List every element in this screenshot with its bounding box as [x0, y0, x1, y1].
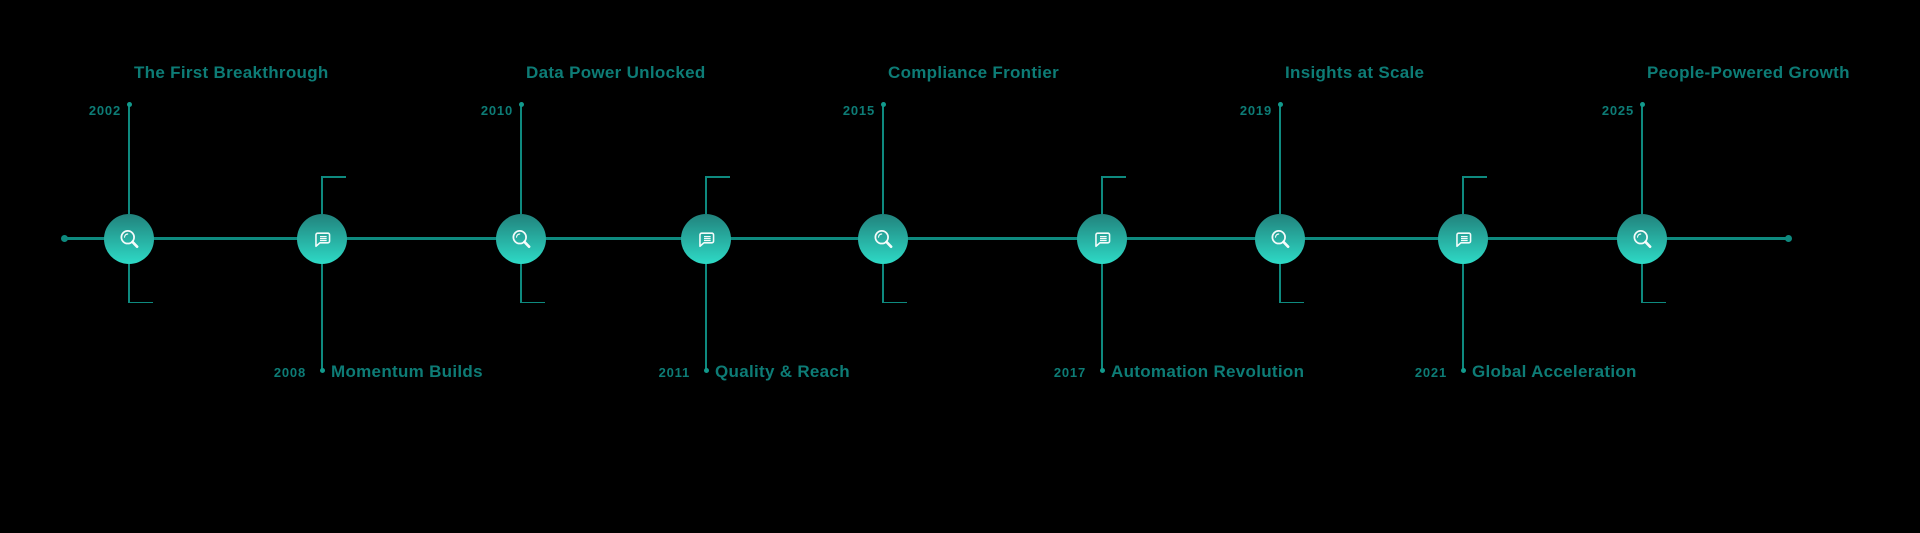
connector-stem [1279, 106, 1281, 214]
milestone-year: 2019 [1239, 103, 1272, 118]
bracket-line-horizontal [706, 176, 730, 178]
bracket-line-horizontal [1280, 301, 1304, 303]
milestone-circle [1617, 214, 1667, 264]
connector-stem [1462, 264, 1464, 369]
year-tick-dot [1277, 102, 1283, 107]
bracket-line-vertical [128, 264, 130, 303]
milestone-year: 2011 [658, 365, 690, 380]
bracket-line-vertical [1641, 264, 1643, 303]
milestone-circle [496, 214, 546, 264]
bracket-line-horizontal [129, 301, 153, 303]
search-icon [874, 229, 892, 248]
timeline-line [64, 237, 1788, 240]
connector-stem [1101, 264, 1103, 369]
milestone-circle [1255, 214, 1305, 264]
comment-icon [1094, 231, 1110, 247]
year-tick-dot [1639, 102, 1645, 107]
bracket-line-horizontal [1463, 176, 1487, 178]
search-icon [1271, 229, 1289, 248]
connector-stem [705, 264, 707, 369]
comment-icon [314, 231, 330, 247]
milestone-circle [681, 214, 731, 264]
milestone-title: Compliance Frontier [888, 63, 1060, 82]
milestone-title: The First Breakthrough [134, 63, 329, 82]
comment-icon [698, 231, 714, 247]
year-tick-dot [880, 102, 886, 107]
year-tick-dot [518, 102, 524, 107]
bracket-line-horizontal [883, 301, 907, 303]
milestone-title: Automation Revolution [1111, 362, 1305, 381]
search-icon [120, 229, 138, 248]
milestone-circle [1077, 214, 1127, 264]
milestone-title: Insights at Scale [1285, 63, 1425, 82]
timeline-end-dot [1784, 235, 1792, 242]
connector-stem [321, 264, 323, 369]
connector-stem [882, 106, 884, 214]
milestone-year: 2002 [88, 103, 121, 118]
milestone-circle [1438, 214, 1488, 264]
milestone-year: 2015 [842, 103, 875, 118]
bracket-line-vertical [1462, 176, 1464, 214]
connector-stem [128, 106, 130, 214]
milestone-circle [297, 214, 347, 264]
milestone-year: 2017 [1053, 365, 1086, 380]
milestone-year: 2010 [480, 103, 513, 118]
milestone-title: Data Power Unlocked [526, 63, 706, 82]
bracket-line-vertical [882, 264, 884, 303]
bracket-line-vertical [1101, 176, 1103, 214]
search-icon [512, 229, 530, 248]
comment-icon [1455, 231, 1471, 247]
milestone-year: 2021 [1414, 365, 1447, 380]
bracket-line-horizontal [521, 301, 545, 303]
bracket-line-vertical [520, 264, 522, 303]
milestone-title: Quality & Reach [715, 362, 850, 381]
search-icon [1633, 229, 1651, 248]
bracket-line-horizontal [1102, 176, 1126, 178]
bracket-line-horizontal [322, 176, 346, 178]
bracket-line-horizontal [1642, 301, 1666, 303]
milestone-year: 2025 [1601, 103, 1634, 118]
connector-stem [520, 106, 522, 214]
bracket-line-vertical [705, 176, 707, 214]
milestone-year: 2008 [273, 365, 306, 380]
bracket-line-vertical [321, 176, 323, 214]
milestone-title: Momentum Builds [331, 362, 483, 381]
year-tick-dot [1460, 368, 1466, 373]
year-tick-dot [703, 368, 709, 373]
connector-stem [1641, 106, 1643, 214]
timeline-start-dot [60, 235, 68, 242]
bracket-line-vertical [1279, 264, 1281, 303]
year-tick-dot [1099, 368, 1105, 373]
milestone-title: People-Powered Growth [1647, 63, 1850, 82]
milestone-circle [858, 214, 908, 264]
milestone-title: Global Acceleration [1472, 362, 1637, 381]
year-tick-dot [126, 102, 132, 107]
year-tick-dot [319, 368, 325, 373]
milestone-circle [104, 214, 154, 264]
